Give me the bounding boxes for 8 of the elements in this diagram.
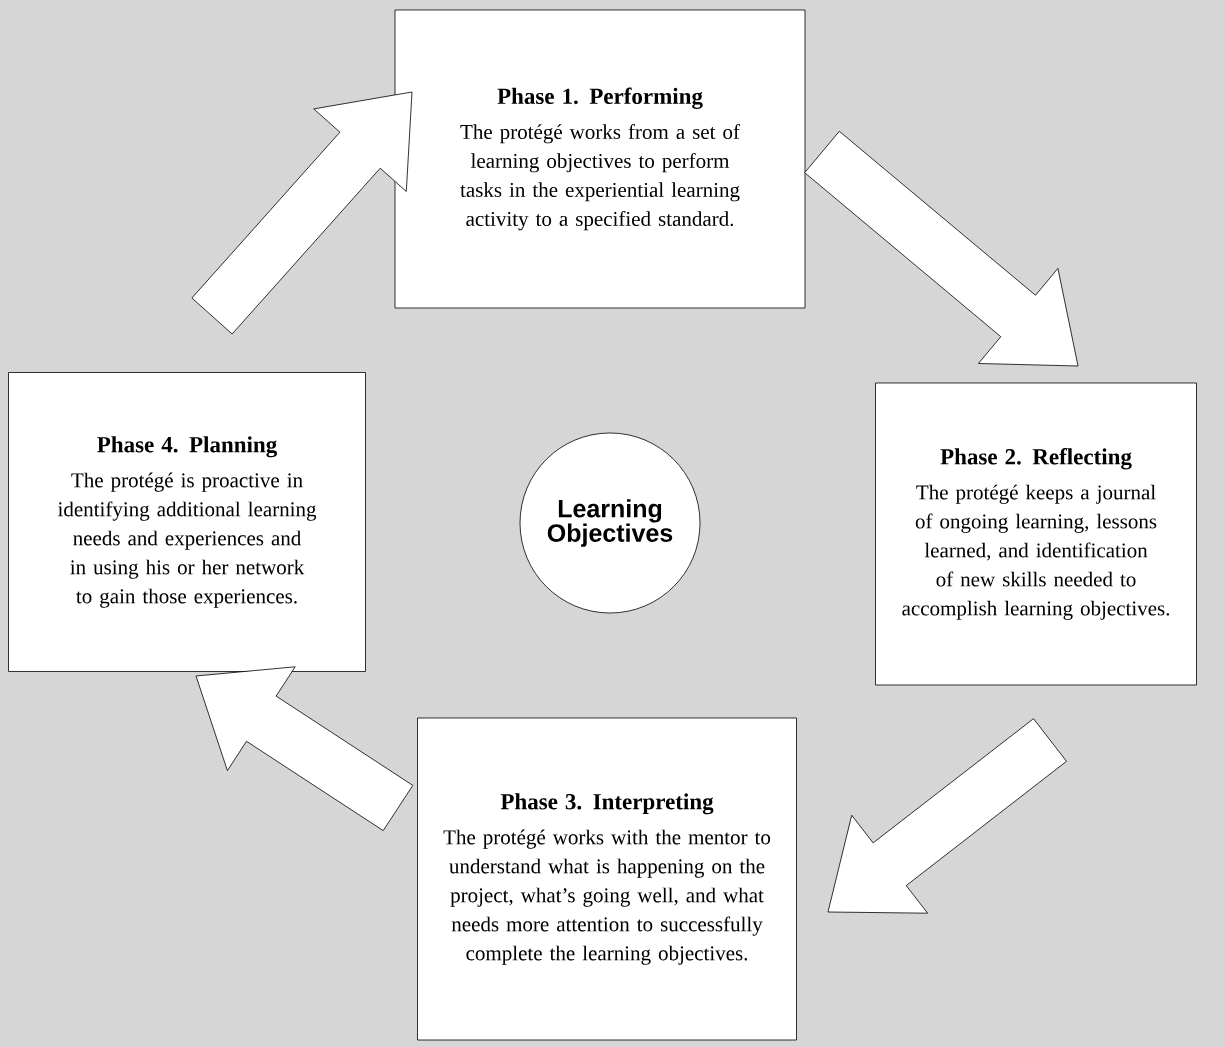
- phase-box: Phase 4. Planning The protégé is proactive in identifying additional learning needs and experiences and in using his or her network to gain those experiences.: [8, 372, 366, 672]
- block-arrow: [195, 666, 414, 831]
- block-arrow: [804, 130, 1079, 367]
- phase-box: Phase 1. Performing The protégé works from a set of learning objectives to perform tasks in the experiential learning activity to a specified standard.: [394, 9, 806, 309]
- phase-box: Phase 2. Reflecting The protégé keeps a journal of ongoing learning, lessons learned, and identification of new skills needed to accomplish learning objectives.: [875, 382, 1197, 686]
- phase-box: Phase 3. Interpreting The protégé works with the mentor to understand what is happening on the project, what’s going well, and what needs more attention to successfully complete the learning objectives.: [417, 717, 797, 1041]
- block-arrow: [827, 718, 1067, 914]
- block-arrow: [191, 91, 413, 335]
